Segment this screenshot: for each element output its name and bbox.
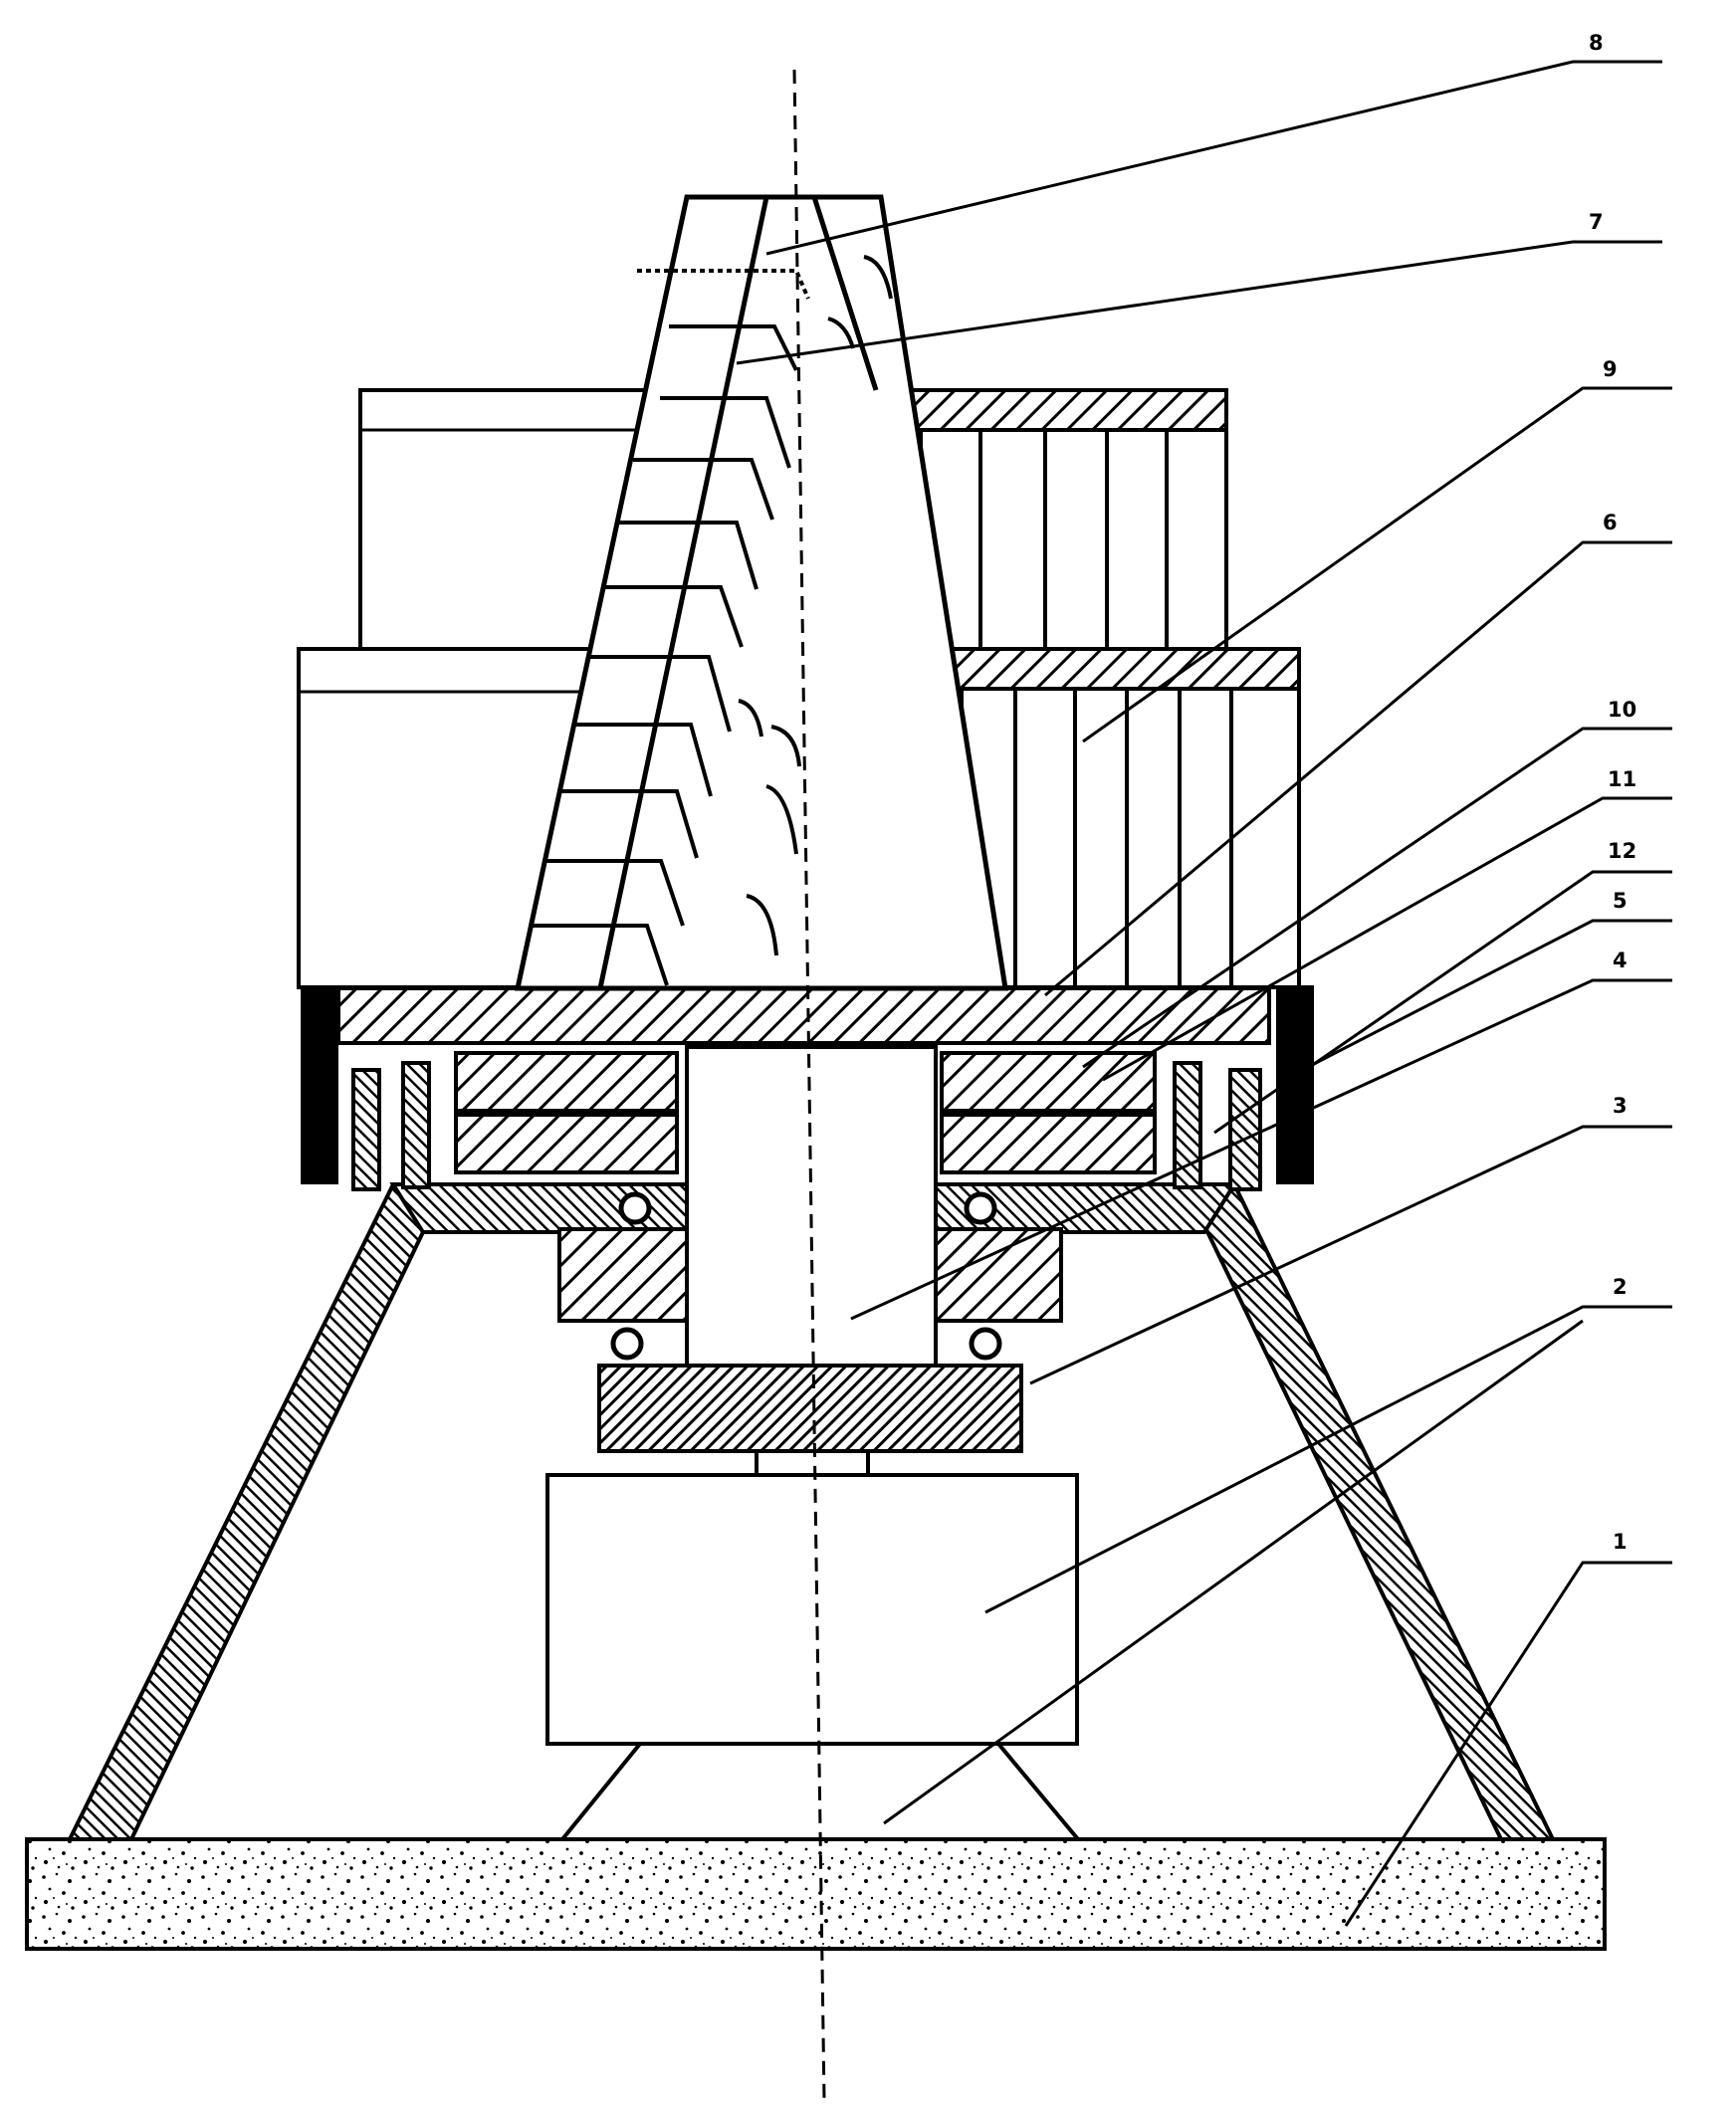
- left-outer-rim: [301, 985, 338, 1184]
- left-bearing-block: [557, 1227, 689, 1323]
- callout-5: 5: [1613, 889, 1628, 913]
- leader-lines: [736, 60, 1672, 1927]
- left-support-leg: [66, 1182, 450, 1841]
- right-support-leg: [1181, 1182, 1557, 1841]
- bearing-balls: [610, 1191, 1002, 1361]
- callout-2: 2: [1613, 1275, 1628, 1299]
- main-platform-plate: [336, 986, 1271, 1045]
- coupling-disc: [597, 1364, 1023, 1453]
- callout-12: 12: [1608, 839, 1636, 863]
- callout-4: 4: [1613, 949, 1628, 972]
- callout-3: 3: [1613, 1094, 1628, 1118]
- callout-10: 10: [1608, 698, 1636, 722]
- base-slab: [25, 1837, 1607, 1951]
- callout-6: 6: [1603, 511, 1618, 534]
- left-bar-outer: [351, 1068, 381, 1191]
- tower-inner-edge-left: [597, 196, 769, 989]
- right-drive-block-lower: [940, 1113, 1157, 1174]
- callout-1: 1: [1613, 1530, 1628, 1554]
- right-bearing-block: [934, 1227, 1063, 1323]
- center-axis: [792, 69, 826, 2101]
- callout-8: 8: [1589, 31, 1604, 55]
- right-drive-block-upper: [940, 1051, 1157, 1113]
- callout-11: 11: [1608, 767, 1636, 791]
- tower-flow-lines: [738, 255, 893, 956]
- callout-7: 7: [1589, 210, 1604, 234]
- left-bar-inner: [401, 1061, 431, 1189]
- tower-step-channels: [530, 269, 810, 986]
- left-drive-block-upper: [454, 1051, 679, 1113]
- conical-tower: [514, 194, 1008, 991]
- motor-housing: [545, 1473, 1079, 1746]
- right-bar-outer: [1228, 1068, 1262, 1191]
- callout-9: 9: [1603, 357, 1618, 381]
- tower-inner-edge-right: [811, 196, 879, 391]
- left-drive-block-lower: [454, 1113, 679, 1174]
